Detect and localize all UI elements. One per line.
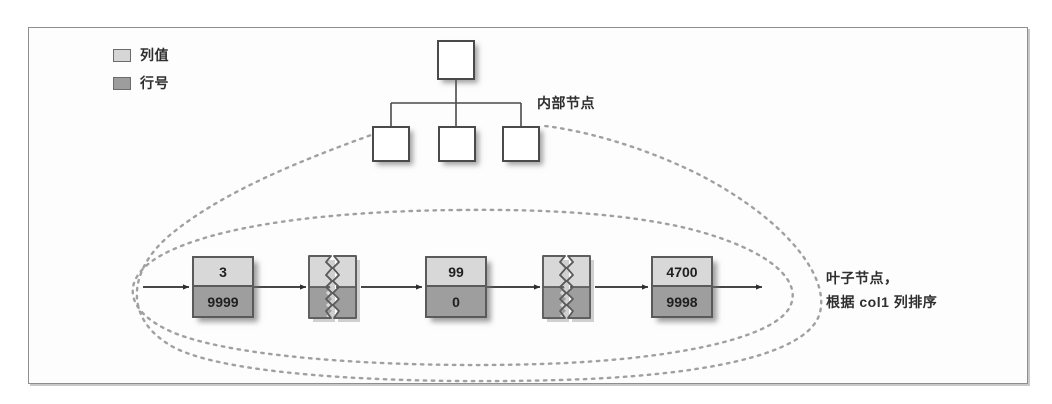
leaf-node-3-row-number: 9998: [653, 287, 711, 316]
legend-item-column-value: 列值: [113, 43, 169, 67]
figure-frame: [28, 27, 1028, 384]
leaf-nodes-label: 叶子节点， 根据 col1 列排序: [826, 266, 937, 314]
internal-nodes-label: 内部节点: [537, 95, 595, 111]
leaf-node-1-column-value: 3: [194, 258, 252, 287]
leaf-nodes-label-line-2: 根据 col1 列排序: [826, 294, 938, 310]
legend-label-row-number: 行号: [140, 75, 169, 91]
legend-label-column-value: 列值: [140, 47, 169, 63]
leaf-node-2-row-number: 0: [427, 287, 485, 316]
legend: 列值 行号: [113, 43, 169, 99]
legend-swatch-row-number-icon: [113, 76, 131, 90]
tree-node-child-1: [372, 126, 410, 162]
legend-swatch-column-value-icon: [113, 48, 131, 62]
leaf-node-1: 3 9999: [192, 256, 254, 318]
leaf-node-1-row-number: 9999: [194, 287, 252, 316]
leaf-node-3: 4700 9998: [651, 256, 713, 318]
leaf-nodes-label-line-1: 叶子节点，: [826, 270, 899, 286]
tree-node-root: [437, 40, 475, 80]
leaf-node-2: 99 0: [425, 256, 487, 318]
leaf-node-2-column-value: 99: [427, 258, 485, 287]
legend-item-row-number: 行号: [113, 71, 169, 95]
tree-node-child-2: [438, 126, 476, 162]
leaf-node-3-column-value: 4700: [653, 258, 711, 287]
tree-node-child-3: [502, 126, 540, 162]
